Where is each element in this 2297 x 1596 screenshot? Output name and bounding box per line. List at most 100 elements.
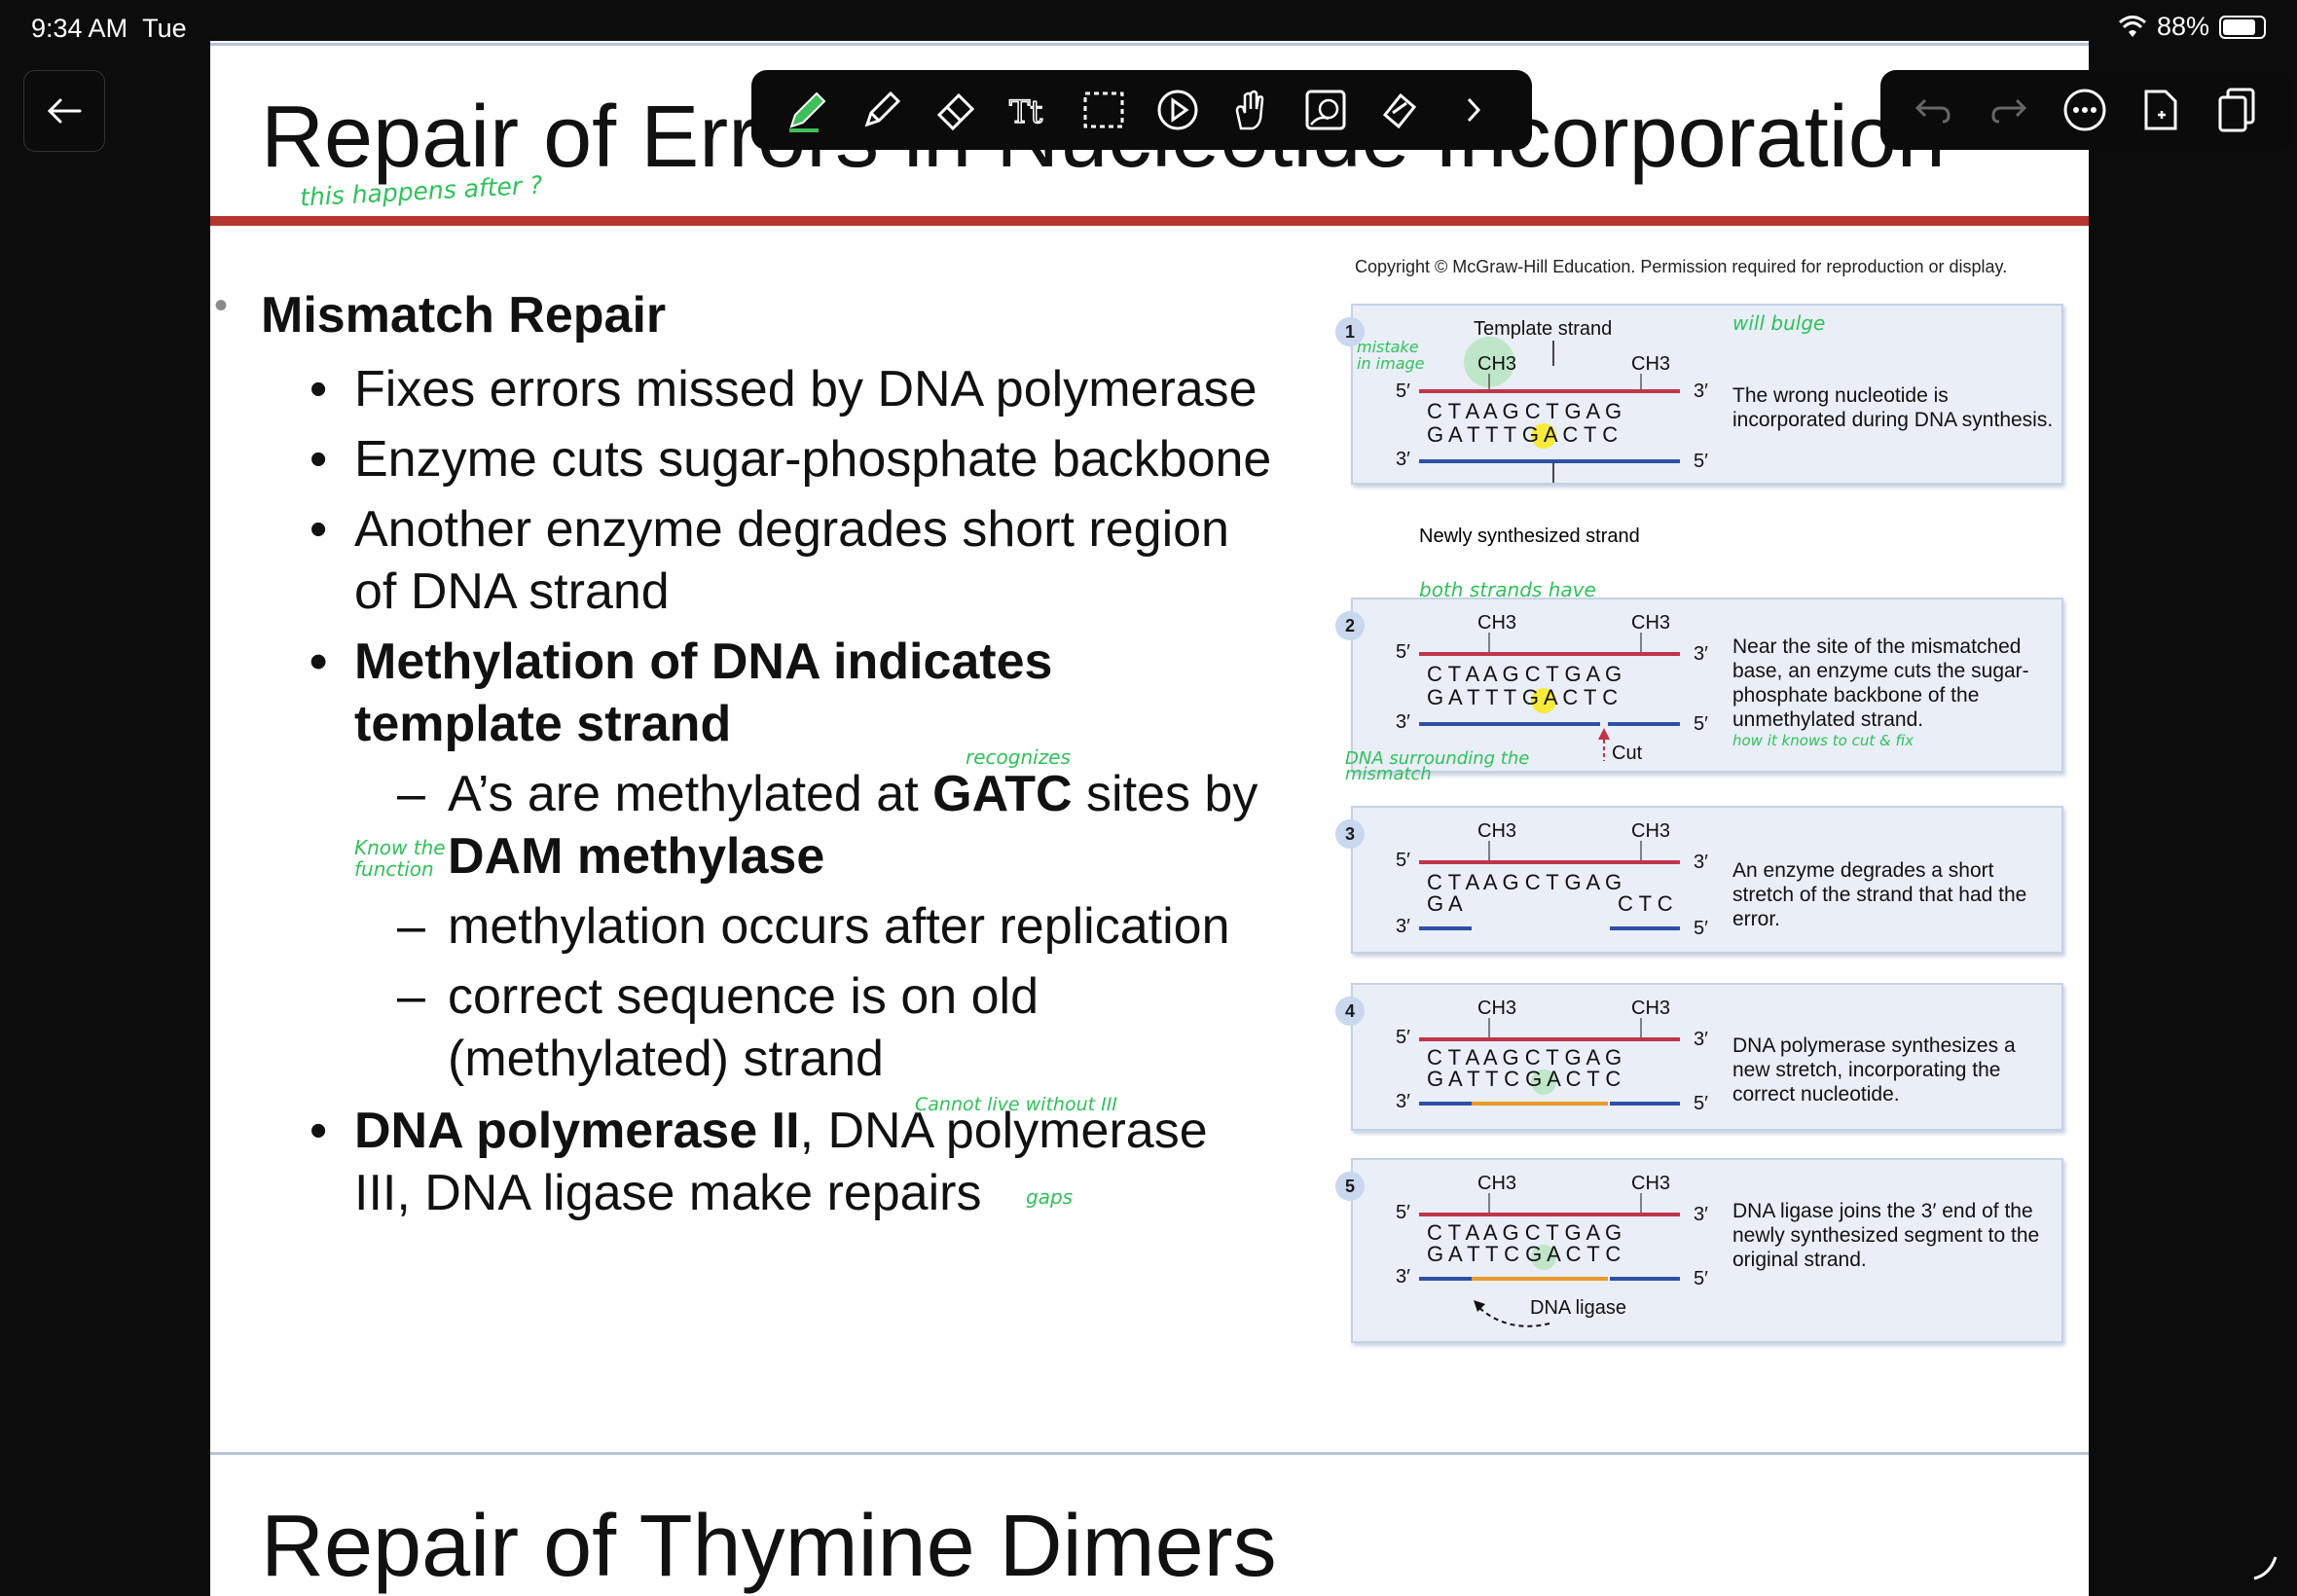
- svg-text:C T C: C T C: [1618, 891, 1673, 916]
- text-icon[interactable]: Tt: [1003, 83, 1057, 137]
- svg-text:Cut: Cut: [1612, 743, 1643, 764]
- back-button[interactable]: [23, 70, 105, 152]
- handwritten-note-recognizes: recognizes: [966, 745, 1071, 769]
- document-toolbar: [1880, 70, 2293, 150]
- document-page[interactable]: Repair of Errors in Nucleotide Incorpora…: [210, 41, 2089, 1596]
- svg-text:3′: 3′: [1396, 916, 1410, 937]
- title-underline: [210, 216, 2089, 226]
- next-slide-title: Repair of Thymine Dimers: [261, 1498, 1277, 1595]
- svg-text:5′: 5′: [1396, 1202, 1410, 1223]
- highlighter-icon[interactable]: [855, 83, 909, 137]
- svg-text:CH3: CH3: [1477, 353, 1516, 375]
- laser-icon[interactable]: [1372, 83, 1427, 137]
- svg-text:G A T T C G A C T C: G A T T C G A C T C: [1427, 1242, 1621, 1266]
- svg-text:G A T T T G A C T C: G A T T T G A C T C: [1427, 685, 1618, 709]
- dna-diagram: CH3 CH3 5′ 3′ C T A A G C T G A G G A T …: [1396, 612, 1708, 764]
- svg-text:DNA ligase: DNA ligase: [1530, 1297, 1626, 1319]
- svg-text:CH3: CH3: [1631, 820, 1670, 842]
- figure-step-1: 1 Template strand CH3 CH3 5′ 3′ C T A A …: [1335, 304, 2063, 485]
- step-description: An enzyme degrades a short stretch of th…: [1732, 859, 2027, 930]
- dna-diagram: CH3 CH3 5′ 3′ C T A A G C T G A G G A T …: [1396, 998, 1708, 1114]
- svg-text:3′: 3′: [1396, 1266, 1410, 1288]
- eraser-icon[interactable]: [929, 83, 983, 137]
- svg-text:C T A A G C T G A G: C T A A G C T G A G: [1427, 1045, 1622, 1070]
- handwritten-note-cannot-live: Cannot live without III: [915, 1094, 1117, 1115]
- step-description: DNA ligase joins the 3′ end of the newly…: [1732, 1200, 2040, 1271]
- handwritten-note-how: how it knows to cut & fix: [1732, 732, 1914, 749]
- dna-diagram: CH3 CH3 5′ 3′ C T A A G C T G A G G A T …: [1396, 1173, 1708, 1327]
- svg-text:5′: 5′: [1694, 713, 1708, 735]
- svg-text:C T A A G C T G A G: C T A A G C T G A G: [1427, 1220, 1622, 1245]
- handwritten-note-gaps: gaps: [1026, 1185, 1074, 1209]
- svg-text:CH3: CH3: [1477, 998, 1516, 1019]
- play-icon[interactable]: [1150, 83, 1205, 137]
- pages-icon[interactable]: [2209, 83, 2264, 137]
- wifi-icon: [2118, 15, 2146, 37]
- figure-step-2: 2 CH3 CH3 5′ 3′ C T A A G C T G A G G A …: [1335, 598, 2063, 773]
- undo-icon[interactable]: [1906, 83, 1960, 137]
- pen-icon[interactable]: [781, 83, 835, 137]
- svg-text:3′: 3′: [1694, 852, 1708, 873]
- step-number: 5: [1335, 1172, 1365, 1201]
- battery-percent: 88%: [2156, 12, 2209, 41]
- lasso-icon[interactable]: [1076, 83, 1131, 137]
- step-number: 1: [1335, 317, 1365, 346]
- svg-text:3′: 3′: [1396, 1091, 1410, 1112]
- shape-icon[interactable]: [1298, 83, 1353, 137]
- figure-step-3: 3 CH3 CH3 5′ 3′ C T A A G C T G A G G A …: [1335, 806, 2063, 954]
- bullet-1: •Fixes errors missed by DNA polymerase: [310, 361, 1258, 417]
- svg-text:G A T T T G A C T C: G A T T T G A C T C: [1427, 422, 1618, 447]
- page-divider: [210, 43, 2089, 46]
- hand-icon[interactable]: [1224, 83, 1279, 137]
- svg-text:CH3: CH3: [1477, 820, 1516, 842]
- copyright-notice: Copyright © McGraw-Hill Education. Permi…: [1355, 257, 2008, 276]
- svg-text:CH3: CH3: [1477, 612, 1516, 634]
- svg-text:3′: 3′: [1694, 643, 1708, 665]
- new-strand-label: Newly synthesized strand: [1419, 526, 1640, 547]
- svg-text:C T A A G C T G A G: C T A A G C T G A G: [1427, 399, 1622, 423]
- redo-icon[interactable]: [1982, 83, 2036, 137]
- svg-text:CH3: CH3: [1631, 1173, 1670, 1194]
- handwritten-note-bulge: will bulge: [1732, 311, 1826, 335]
- svg-text:3′: 3′: [1694, 381, 1708, 402]
- sub-bullet-2: –methylation occurs after replication: [397, 898, 1230, 955]
- svg-text:3′: 3′: [1694, 1029, 1708, 1050]
- svg-text:Tt: Tt: [1009, 93, 1042, 130]
- svg-text:3′: 3′: [1694, 1204, 1708, 1225]
- svg-text:G A T T C G A C T C: G A T T C G A C T C: [1427, 1067, 1621, 1091]
- svg-text:3′: 3′: [1396, 711, 1410, 733]
- arrow-left-icon: [47, 98, 82, 124]
- svg-text:5′: 5′: [1694, 1268, 1708, 1289]
- drawing-toolbar: Tt: [751, 70, 1532, 150]
- add-page-icon[interactable]: [2133, 83, 2188, 137]
- svg-text:5′: 5′: [1396, 850, 1410, 871]
- svg-text:5′: 5′: [1396, 641, 1410, 663]
- svg-text:CH3: CH3: [1631, 612, 1670, 634]
- page-divider: [210, 1452, 2089, 1455]
- svg-text:5′: 5′: [1694, 451, 1708, 472]
- more-icon[interactable]: [2058, 83, 2112, 137]
- battery-status: 88%: [2118, 12, 2266, 42]
- svg-text:CH3: CH3: [1477, 1173, 1516, 1194]
- step-number: 2: [1335, 611, 1365, 640]
- scribble-corner-icon: [2253, 1556, 2278, 1580]
- figure-step-4: 4 CH3 CH3 5′ 3′ C T A A G C T G A G G A …: [1335, 983, 2063, 1131]
- figure-step-5: 5 CH3 CH3 5′ 3′ C T A A G C T G A G G A …: [1335, 1158, 2063, 1343]
- status-bar: 9:34 AM Tue 88%: [0, 0, 2297, 60]
- chevron-right-icon[interactable]: [1446, 83, 1501, 137]
- svg-text:C T A A G C T G A G: C T A A G C T G A G: [1427, 870, 1622, 894]
- svg-text:C T A A G C T G A G: C T A A G C T G A G: [1427, 662, 1622, 686]
- svg-text:5′: 5′: [1694, 918, 1708, 939]
- step-description: The wrong nucleotide is incorporated dur…: [1732, 384, 2054, 431]
- step-number: 3: [1335, 819, 1365, 849]
- dna-diagram: CH3 CH3 5′ 3′ C T A A G C T G A G G A C …: [1396, 820, 1708, 939]
- svg-text:5′: 5′: [1396, 381, 1410, 402]
- dna-diagram: Template strand CH3 CH3 5′ 3′ C T A A G …: [1396, 318, 1708, 483]
- svg-text:G A: G A: [1427, 891, 1463, 916]
